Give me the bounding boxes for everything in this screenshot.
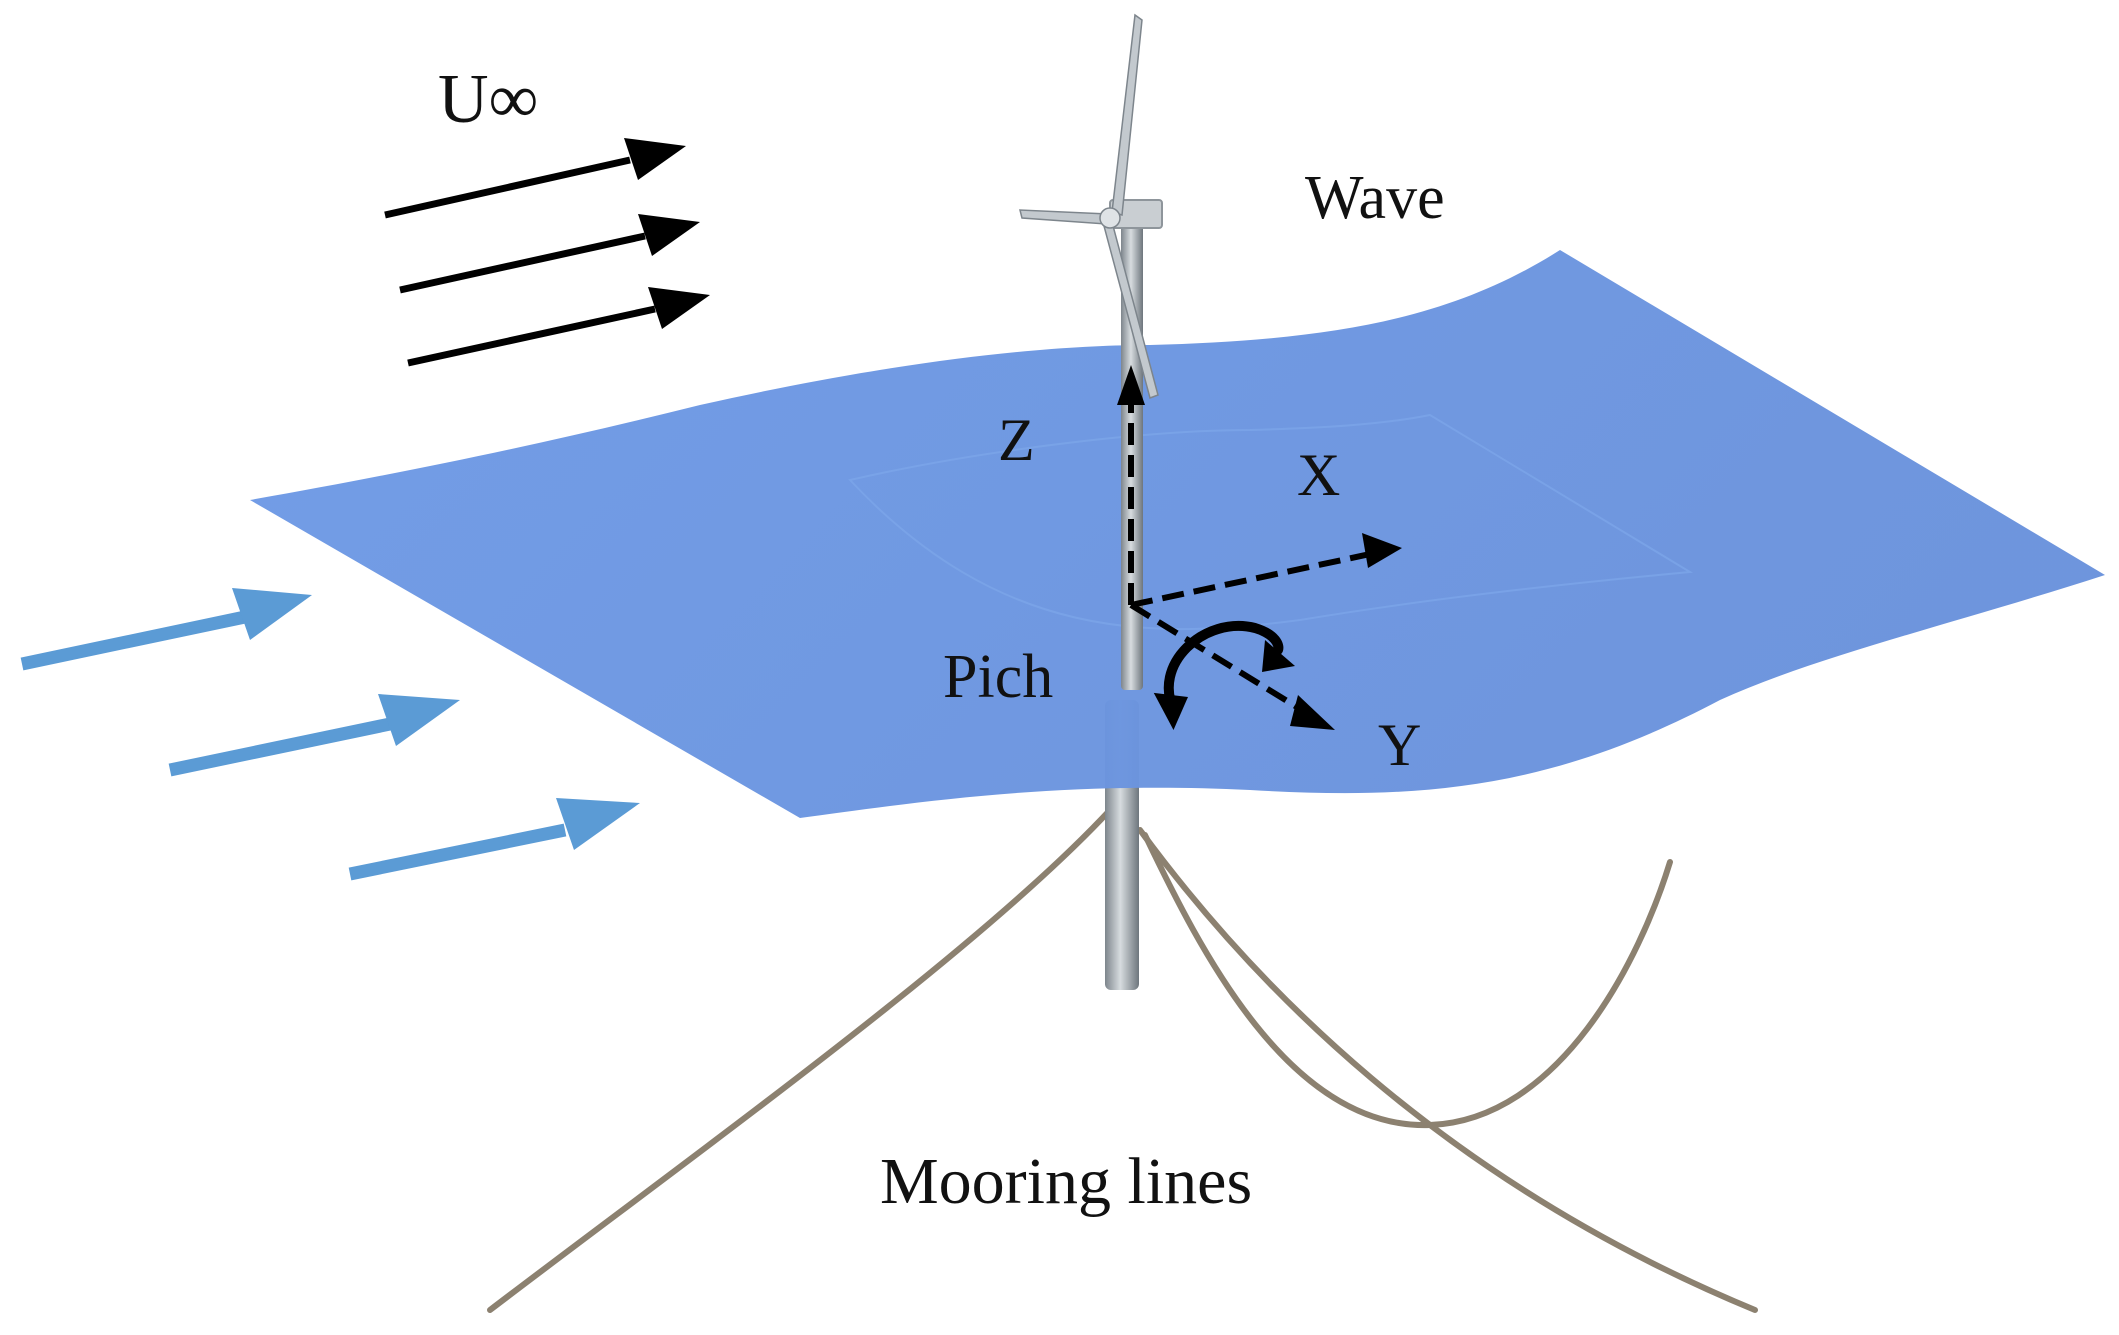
wave-arrow-icon: [348, 798, 640, 881]
z-arrowhead: [1117, 365, 1145, 405]
axis-arrowheads: [1117, 365, 1402, 730]
z-axis-label: Z: [998, 407, 1035, 473]
y-arrowhead: [1290, 695, 1335, 730]
wave-arrow-icon: [20, 588, 312, 671]
y-axis-label: Y: [1378, 712, 1421, 778]
wind-arrow-icon: [384, 138, 686, 219]
mooring-line-curved: [1142, 832, 1673, 1129]
wave-label: Wave: [1305, 164, 1445, 232]
mooring-lines-label: Mooring lines: [880, 1145, 1252, 1218]
curved-rotation-arrow-icon: [1153, 621, 1295, 731]
x-axis-arrow: [1130, 550, 1376, 608]
hub: [1099, 207, 1121, 229]
mooring-lines: [487, 807, 1758, 1313]
y-axis-arrow: [1129, 602, 1307, 715]
x-axis-label: X: [1297, 442, 1340, 508]
blade-left: [1019, 209, 1109, 225]
wave-arrow-icon: [168, 694, 460, 777]
mooring-line-left: [487, 807, 1113, 1313]
wind-arrow-icon: [407, 287, 710, 367]
pitch-label: Pich: [943, 643, 1053, 711]
wind-arrow-icon: [399, 214, 700, 294]
mooring-line-right: [1137, 827, 1758, 1313]
x-arrowhead: [1362, 533, 1402, 568]
coordinate-axes: [1128, 385, 1376, 715]
rotor: [1019, 13, 1159, 399]
wind-speed-label: U∞: [438, 61, 538, 138]
wave-arrows: [20, 588, 640, 881]
wind-arrows: [384, 138, 710, 367]
blade-up: [1111, 13, 1143, 216]
sea-surface: [250, 250, 2105, 818]
